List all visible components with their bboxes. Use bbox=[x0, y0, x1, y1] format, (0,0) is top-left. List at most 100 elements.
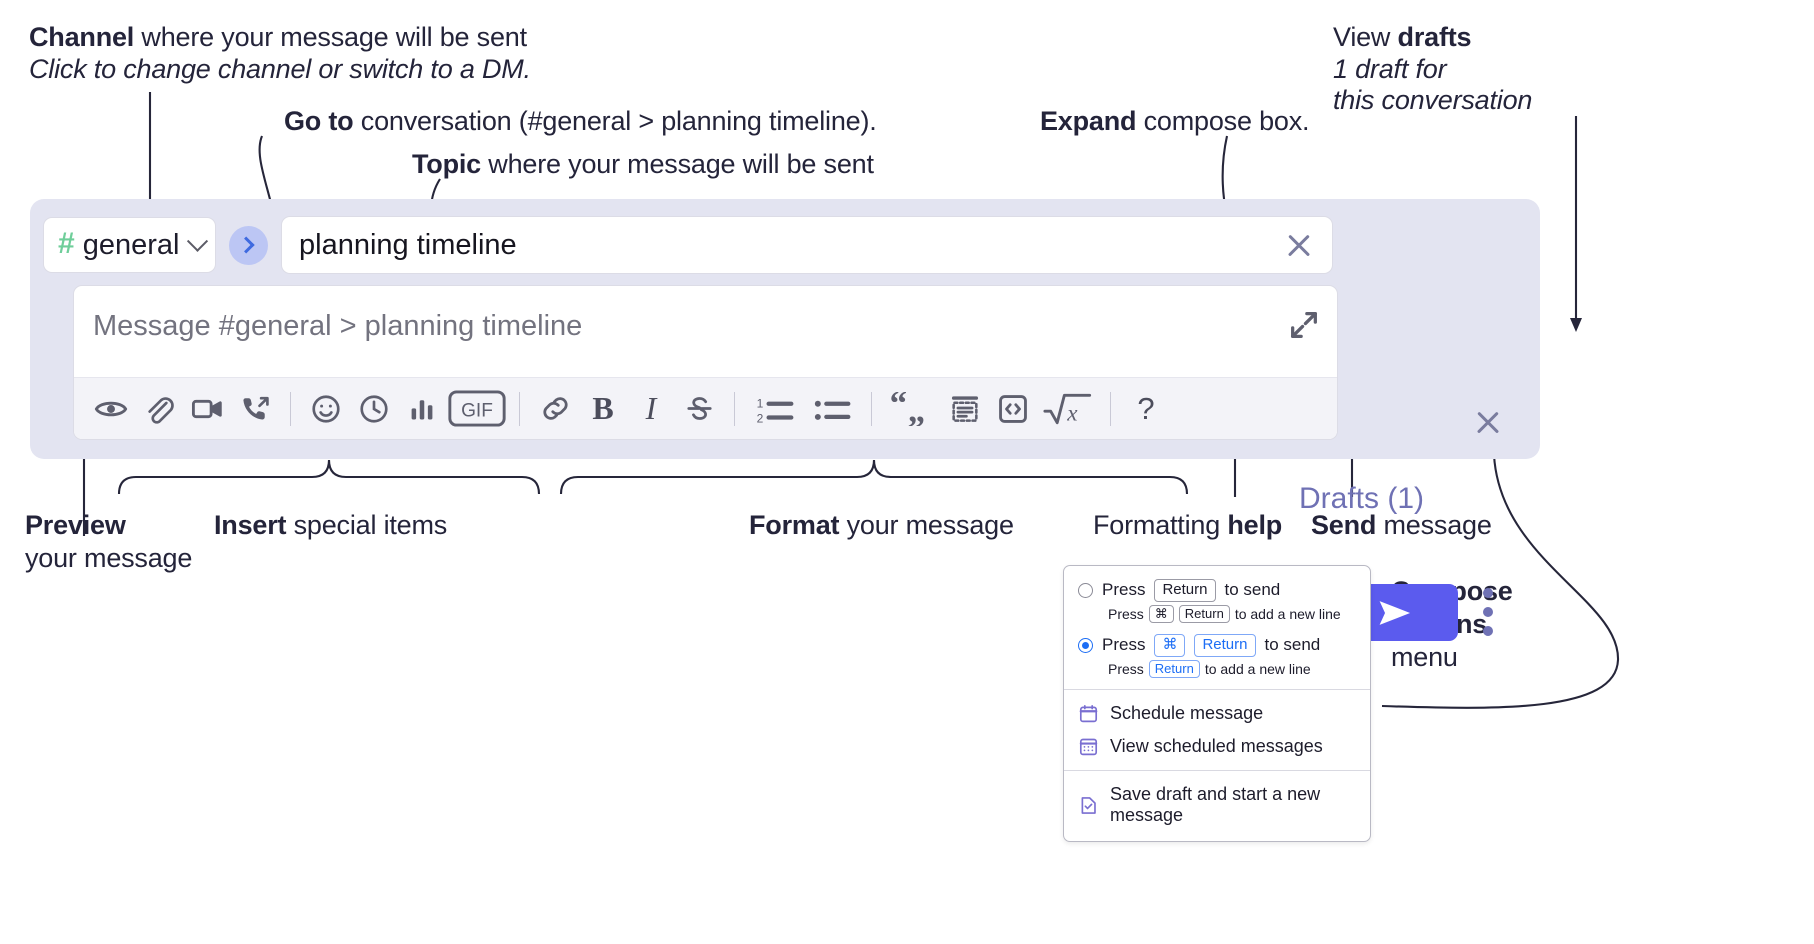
bulleted-list-icon[interactable] bbox=[804, 385, 860, 433]
more-vertical-dot bbox=[1483, 607, 1493, 617]
radio-cmd-return-to-send[interactable] bbox=[1078, 637, 1093, 653]
video-icon[interactable] bbox=[183, 385, 231, 433]
more-vertical-dot bbox=[1483, 588, 1493, 598]
calendar-grid-icon bbox=[1078, 736, 1099, 757]
annotation-expand: Expand compose box. bbox=[1040, 106, 1310, 138]
attachment-icon[interactable] bbox=[135, 385, 183, 433]
annotation-expand-rest: compose box. bbox=[1136, 106, 1310, 136]
annotation-channel-rest: where your message will be sent bbox=[134, 22, 527, 52]
inline-code-icon[interactable] bbox=[989, 385, 1037, 433]
hash-icon: # bbox=[58, 227, 75, 260]
annotation-preview-strong: Preview bbox=[25, 510, 126, 540]
annotation-goto: Go to conversation (#general > planning … bbox=[284, 106, 877, 138]
channel-name-label: general bbox=[82, 228, 180, 261]
annotation-format-strong: Format bbox=[749, 510, 840, 540]
annotation-drafts-sub1-text: 1 draft for bbox=[1333, 54, 1447, 84]
emoji-icon[interactable] bbox=[302, 385, 350, 433]
help-icon[interactable]: ? bbox=[1122, 385, 1170, 433]
link-icon[interactable] bbox=[531, 385, 579, 433]
schedule-group: Schedule message View scheduled messages bbox=[1064, 690, 1370, 770]
topic-input-wrapper[interactable]: planning timeline bbox=[281, 216, 1333, 274]
option1-press: Press bbox=[1102, 580, 1146, 600]
blockquote-icon[interactable]: “ „ bbox=[883, 385, 941, 433]
compose-options-menu[interactable]: Press Return to send Press ⌘ Return to a… bbox=[1063, 565, 1371, 842]
compose-panel: # general planning timeline Message #gen… bbox=[30, 199, 1540, 641]
svg-text:GIF: GIF bbox=[461, 400, 493, 421]
reminder-icon[interactable] bbox=[350, 385, 398, 433]
annotation-insert-strong: Insert bbox=[214, 510, 287, 540]
svg-text:„: „ bbox=[908, 392, 926, 426]
preview-icon[interactable] bbox=[87, 385, 135, 433]
calendar-icon bbox=[1078, 703, 1099, 724]
option2-sub-press: Press bbox=[1108, 660, 1144, 677]
italic-icon[interactable]: I bbox=[627, 385, 675, 433]
menu-divider bbox=[1064, 770, 1370, 771]
chevron-right-icon bbox=[237, 236, 255, 254]
help-label: ? bbox=[1137, 390, 1155, 426]
svg-text:“: “ bbox=[891, 392, 907, 423]
annotation-drafts-strong: drafts bbox=[1397, 22, 1472, 52]
expand-icon[interactable] bbox=[1287, 308, 1321, 342]
menu-item-label: View scheduled messages bbox=[1110, 736, 1323, 756]
ordered-list-icon[interactable]: 1 2 bbox=[746, 385, 804, 433]
strikethrough-icon[interactable] bbox=[675, 385, 723, 433]
compose-header-row: # general planning timeline bbox=[43, 216, 1333, 274]
toolbar-separator bbox=[734, 391, 735, 426]
annotation-compose-sub-text: menu bbox=[1391, 642, 1458, 672]
annotation-preview-sub-text: your message bbox=[25, 543, 193, 573]
topic-input-value: planning timeline bbox=[299, 228, 517, 261]
option1-key-return: Return bbox=[1154, 579, 1216, 602]
message-input-placeholder: Message #general > planning timeline bbox=[93, 310, 583, 342]
radio-return-to-send[interactable] bbox=[1078, 582, 1093, 598]
huddle-icon[interactable] bbox=[231, 385, 279, 433]
math-icon[interactable]: x bbox=[1037, 385, 1099, 433]
annotation-insert-rest: special items bbox=[286, 510, 448, 540]
option1-sub-tail: to add a new line bbox=[1234, 605, 1341, 622]
draft-check-icon bbox=[1078, 795, 1099, 816]
annotation-channel-sub-text: Click to change channel or switch to a D… bbox=[29, 54, 531, 84]
annotation-drafts-pre: View bbox=[1333, 22, 1398, 52]
bold-label: B bbox=[592, 390, 614, 426]
bold-icon[interactable]: B bbox=[579, 385, 627, 433]
drafts-link[interactable]: Drafts (1) bbox=[1298, 482, 1424, 515]
compose-options-button[interactable] bbox=[1482, 588, 1494, 636]
close-icon[interactable] bbox=[1473, 407, 1507, 441]
svg-text:x: x bbox=[1066, 399, 1078, 425]
option2-press: Press bbox=[1102, 635, 1146, 655]
italic-label: I bbox=[645, 390, 657, 426]
menu-item-save-draft[interactable]: Save draft and start a new message bbox=[1064, 778, 1370, 832]
option2-key-return: Return bbox=[1194, 634, 1256, 657]
annotation-topic-rest: where your message will be sent bbox=[481, 149, 874, 179]
gif-icon[interactable]: GIF bbox=[446, 385, 508, 433]
message-compose-box[interactable]: Message #general > planning timeline bbox=[73, 285, 1338, 440]
option-cmd-return-to-send[interactable]: Press ⌘ Return to send bbox=[1064, 632, 1370, 659]
option2-sub-key-return: Return bbox=[1148, 659, 1200, 678]
formatting-toolbar: GIF B I bbox=[74, 377, 1337, 439]
option1-tail: to send bbox=[1224, 580, 1281, 600]
code-block-icon[interactable] bbox=[941, 385, 989, 433]
annotation-expand-strong: Expand bbox=[1040, 106, 1137, 136]
annotation-preview: Preview bbox=[25, 510, 126, 542]
menu-item-schedule-message[interactable]: Schedule message bbox=[1064, 697, 1370, 730]
menu-divider bbox=[1064, 689, 1370, 690]
annotation-compose-3: menu bbox=[1391, 642, 1458, 674]
goto-conversation-button[interactable] bbox=[229, 225, 268, 265]
annotation-format-rest: your message bbox=[839, 510, 1014, 540]
option-return-to-send[interactable]: Press Return to send bbox=[1064, 577, 1370, 604]
draft-group: Save draft and start a new message bbox=[1064, 771, 1370, 841]
annotation-insert: Insert special items bbox=[214, 510, 447, 542]
menu-item-view-scheduled-messages[interactable]: View scheduled messages bbox=[1064, 730, 1370, 763]
option1-sub-key-return: Return bbox=[1178, 604, 1230, 623]
option1-subtext: Press ⌘ Return to add a new line bbox=[1064, 604, 1370, 624]
poll-icon[interactable] bbox=[398, 385, 446, 433]
annotation-send-strong: Send bbox=[1311, 510, 1377, 540]
option2-subtext: Press Return to add a new line bbox=[1064, 659, 1370, 679]
annotation-help: Formatting help bbox=[1093, 510, 1282, 542]
option2-tail: to send bbox=[1264, 635, 1321, 655]
channel-selector[interactable]: # general bbox=[43, 217, 216, 273]
option2-key-cmd: ⌘ bbox=[1154, 634, 1186, 657]
clear-topic-icon[interactable] bbox=[1284, 230, 1314, 260]
more-vertical-dot bbox=[1483, 626, 1493, 636]
annotation-topic: Topic where your message will be sent bbox=[412, 149, 874, 181]
annotation-drafts-sub2-text: this conversation bbox=[1333, 85, 1533, 115]
